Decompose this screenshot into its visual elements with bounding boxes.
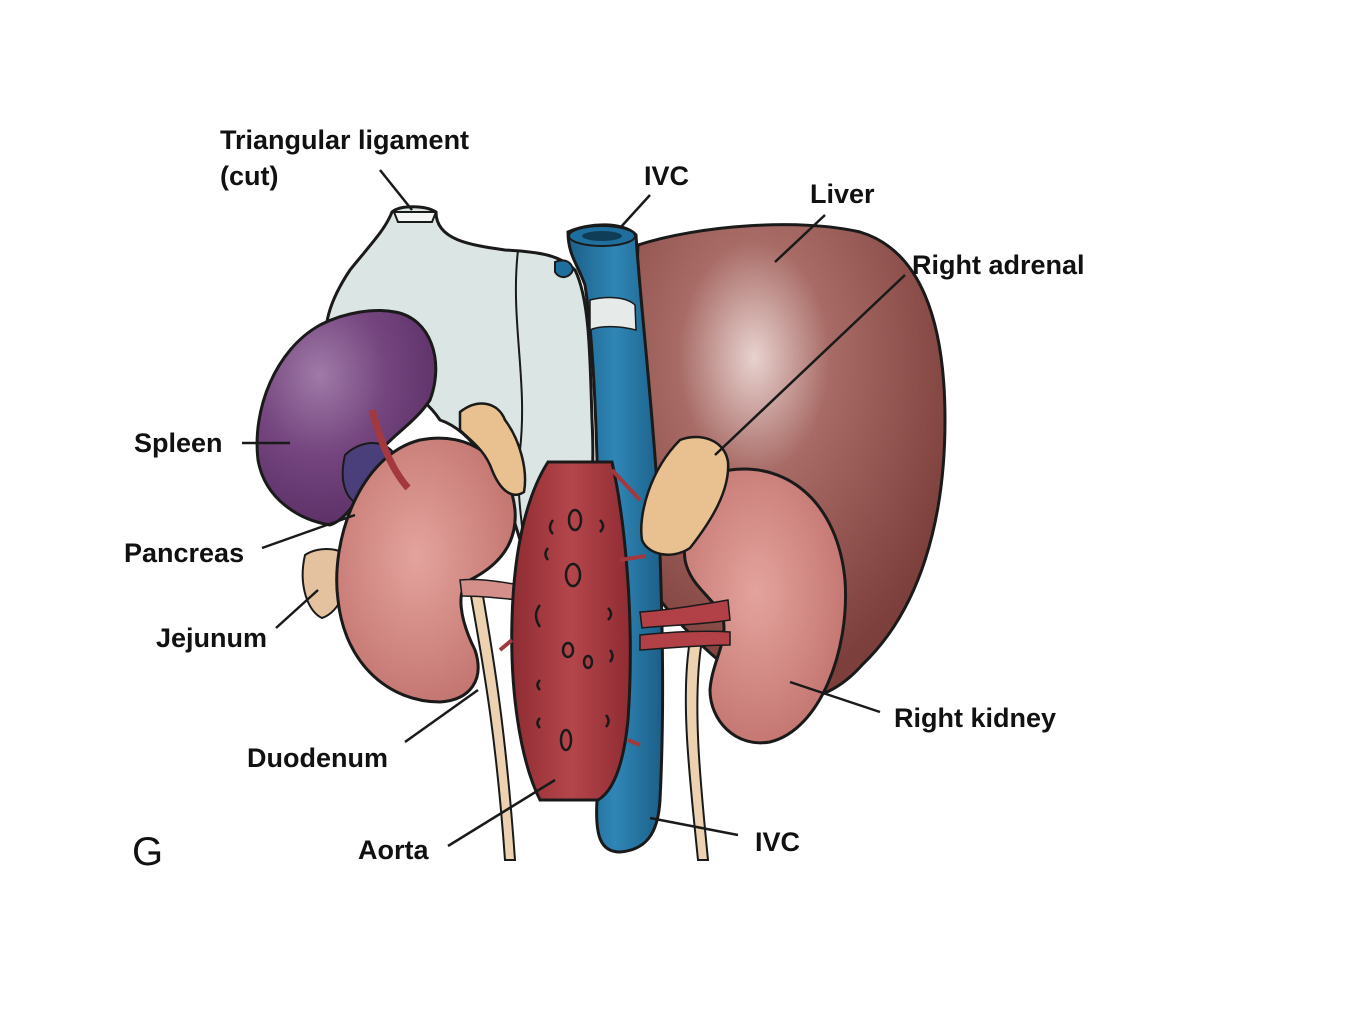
- label-ivc-bottom: IVC: [755, 827, 801, 857]
- label-pancreas: Pancreas: [124, 538, 245, 568]
- label-duodenum: Duodenum: [247, 743, 388, 773]
- label-spleen: Spleen: [134, 428, 223, 458]
- right-kidney-shape: [682, 467, 848, 745]
- label-right-kidney: Right kidney: [894, 703, 1057, 733]
- left-adrenal-shape: [458, 402, 527, 496]
- label-liver: Liver: [810, 179, 875, 209]
- label-triangular-ligament-line2: (cut): [220, 161, 279, 191]
- left-kidney-shape: [335, 436, 517, 704]
- right-ureter: [684, 639, 710, 861]
- label-aorta: Aorta: [358, 835, 429, 865]
- label-triangular-ligament-line1: Triangular ligament: [220, 125, 470, 155]
- aorta-shape: [510, 460, 632, 802]
- panel-letter: G: [132, 830, 164, 874]
- label-jejunum: Jejunum: [156, 623, 268, 653]
- leader-lines: [242, 169, 906, 848]
- label-right-adrenal: Right adrenal: [912, 250, 1085, 280]
- aorta-ostia: [534, 508, 614, 752]
- label-ivc-top: IVC: [644, 161, 690, 191]
- left-ureter: [468, 589, 517, 861]
